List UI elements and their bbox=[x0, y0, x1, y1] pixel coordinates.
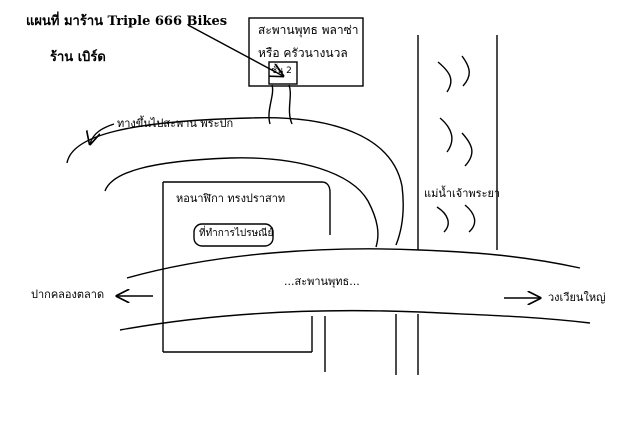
plaza-name: สะพานพุทธ พลาซ่า bbox=[258, 23, 359, 37]
floor-2-box bbox=[268, 61, 298, 85]
river-wave-6 bbox=[464, 204, 476, 233]
direction-left-label: ปากคลองตลาด bbox=[31, 288, 105, 301]
river-wave-5 bbox=[436, 206, 449, 233]
bridge-ramp-label: ทางขึ้นไปสะพาน พระปก bbox=[117, 117, 234, 130]
floor-label: ชั้น 2 bbox=[271, 66, 292, 76]
river-label: แม่น้ำเจ้าพระยา bbox=[424, 187, 501, 200]
direction-right-label: วงเวียนใหญ่ bbox=[548, 291, 606, 304]
river-wave-1 bbox=[437, 61, 452, 93]
post-office-label: ที่ทำการไปรษณีย์ bbox=[199, 228, 274, 239]
ramp-arrow bbox=[90, 123, 115, 144]
bridge-top-edge bbox=[126, 248, 581, 279]
river-wave-2 bbox=[461, 55, 470, 87]
plaza-walkway-right bbox=[288, 84, 293, 125]
ramp-road-inner bbox=[104, 157, 379, 248]
river-wave-4 bbox=[461, 132, 473, 167]
clock-tower-block bbox=[163, 181, 331, 235]
bridge-bottom-edge bbox=[119, 309, 591, 331]
plaza-walkway-left bbox=[268, 84, 274, 125]
plaza-box bbox=[248, 17, 364, 87]
river-wave-3 bbox=[439, 117, 453, 153]
ramp-road-outer bbox=[66, 117, 404, 246]
bridge-label: ...สะพานพุทธ... bbox=[284, 275, 360, 288]
plaza-alt-name: หรือ ครัวนางนวล bbox=[258, 46, 348, 60]
post-office-box bbox=[193, 223, 274, 247]
map-title: แผนที่ มาร้าน Triple 666 Bikes bbox=[26, 14, 228, 29]
shop-name: ร้าน เบิร์ด bbox=[50, 50, 106, 65]
clock-tower-label: หอนาฬิกา ทรงปราสาท bbox=[176, 192, 286, 205]
title-pointer-arrow bbox=[187, 24, 283, 76]
